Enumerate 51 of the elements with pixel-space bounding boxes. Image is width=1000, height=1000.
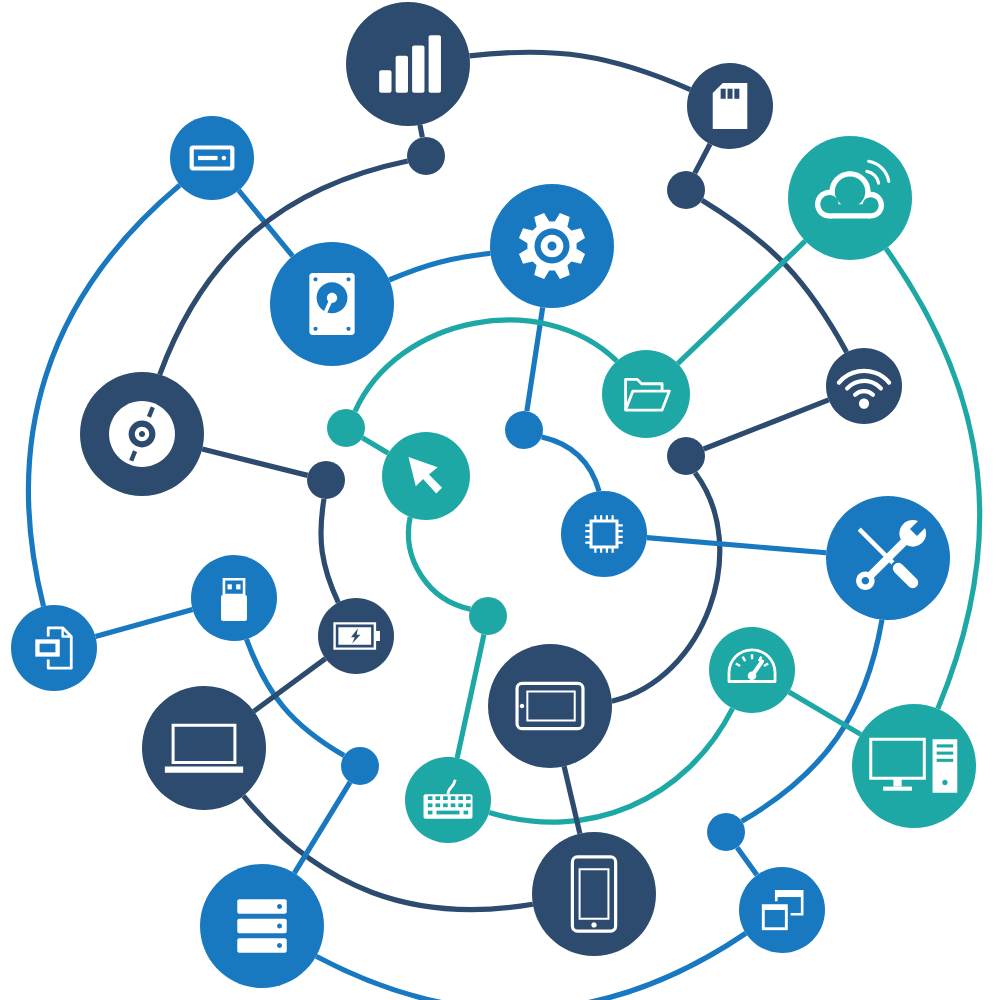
connector-line — [883, 247, 983, 710]
connector-line — [252, 656, 327, 714]
connector-line — [417, 124, 425, 138]
connector-dot — [667, 437, 705, 475]
connector-line — [735, 845, 760, 877]
connector-line — [675, 239, 808, 366]
connector-line — [740, 619, 885, 824]
connector-line — [700, 198, 849, 354]
icon-circle — [826, 496, 950, 620]
connector-line — [469, 49, 692, 92]
connector-line — [314, 931, 748, 1000]
connector-dot — [407, 137, 445, 175]
connector-line — [406, 516, 471, 612]
connector-dot — [469, 597, 507, 635]
icon-circle — [11, 605, 97, 691]
icon-circle — [142, 686, 266, 810]
connector-line — [488, 707, 735, 825]
connector-line — [454, 634, 487, 759]
connector-line — [524, 306, 546, 412]
connector-line — [241, 794, 534, 913]
connector-line — [702, 397, 830, 452]
icon-circle — [826, 348, 902, 424]
connector-line — [787, 689, 862, 737]
icon-circle — [561, 491, 647, 577]
connector-line — [25, 183, 182, 607]
connector-line — [646, 535, 827, 556]
connector-line — [561, 765, 583, 835]
icon-circle — [602, 350, 690, 438]
connector-line — [352, 317, 619, 413]
connector-line — [236, 188, 295, 258]
connector-dot — [307, 461, 345, 499]
connector-line — [157, 158, 409, 376]
connector-line — [610, 471, 723, 704]
connector-dot — [341, 747, 379, 785]
connector-line — [292, 780, 353, 875]
icon-circle — [532, 832, 656, 956]
connector-line — [94, 607, 194, 639]
connector-line — [541, 434, 602, 493]
icon-circle — [382, 432, 470, 520]
connector-line — [388, 250, 491, 283]
connector-line — [692, 142, 713, 175]
connector-line — [360, 435, 390, 456]
icon-circle — [709, 627, 795, 713]
connector-line — [201, 446, 309, 478]
connector-line — [244, 638, 346, 758]
connector-dot — [505, 411, 543, 449]
connector-dot — [707, 813, 745, 851]
connector-line — [318, 498, 341, 604]
icon-circle — [488, 644, 612, 768]
connector-dot — [327, 409, 365, 447]
connector-dot — [667, 171, 705, 209]
